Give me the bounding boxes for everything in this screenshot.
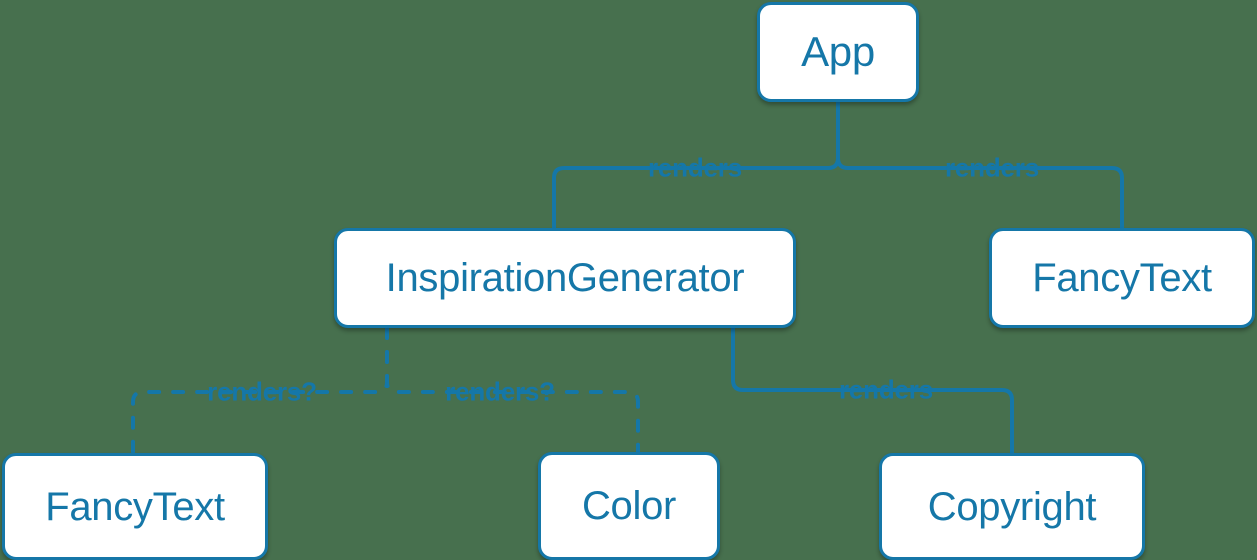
node-inspiration-generator-label: InspirationGenerator — [385, 256, 745, 300]
edge-label-inspirationgenerator-to-fancytext: renders? — [207, 376, 317, 407]
node-copyright[interactable]: Copyright — [879, 453, 1145, 560]
node-copyright-label: Copyright — [927, 484, 1097, 529]
node-inspiration-generator[interactable]: InspirationGenerator — [334, 228, 796, 328]
edge-label-inspirationgenerator-to-color: renders? — [445, 376, 555, 407]
node-fancy-text-right-label: FancyText — [1032, 256, 1212, 300]
edge-inspirationgenerator-to-color — [385, 326, 640, 454]
node-app-label: App — [801, 28, 875, 75]
edge-app-to-fancytext — [836, 100, 1124, 230]
node-color-label: Color — [581, 484, 677, 528]
edge-label-inspirationgenerator-to-copyright: renders — [839, 374, 933, 405]
node-fancy-text-bottom-label: FancyText — [45, 484, 225, 529]
node-color[interactable]: Color — [538, 452, 720, 560]
node-fancy-text-bottom[interactable]: FancyText — [2, 453, 268, 560]
node-fancy-text-right[interactable]: FancyText — [989, 228, 1255, 328]
edge-inspirationgenerator-to-copyright — [731, 326, 1014, 455]
edge-label-app-to-inspirationgenerator: renders — [648, 152, 742, 183]
node-app[interactable]: App — [757, 2, 919, 102]
edge-label-app-to-fancytext: renders — [945, 152, 1039, 183]
